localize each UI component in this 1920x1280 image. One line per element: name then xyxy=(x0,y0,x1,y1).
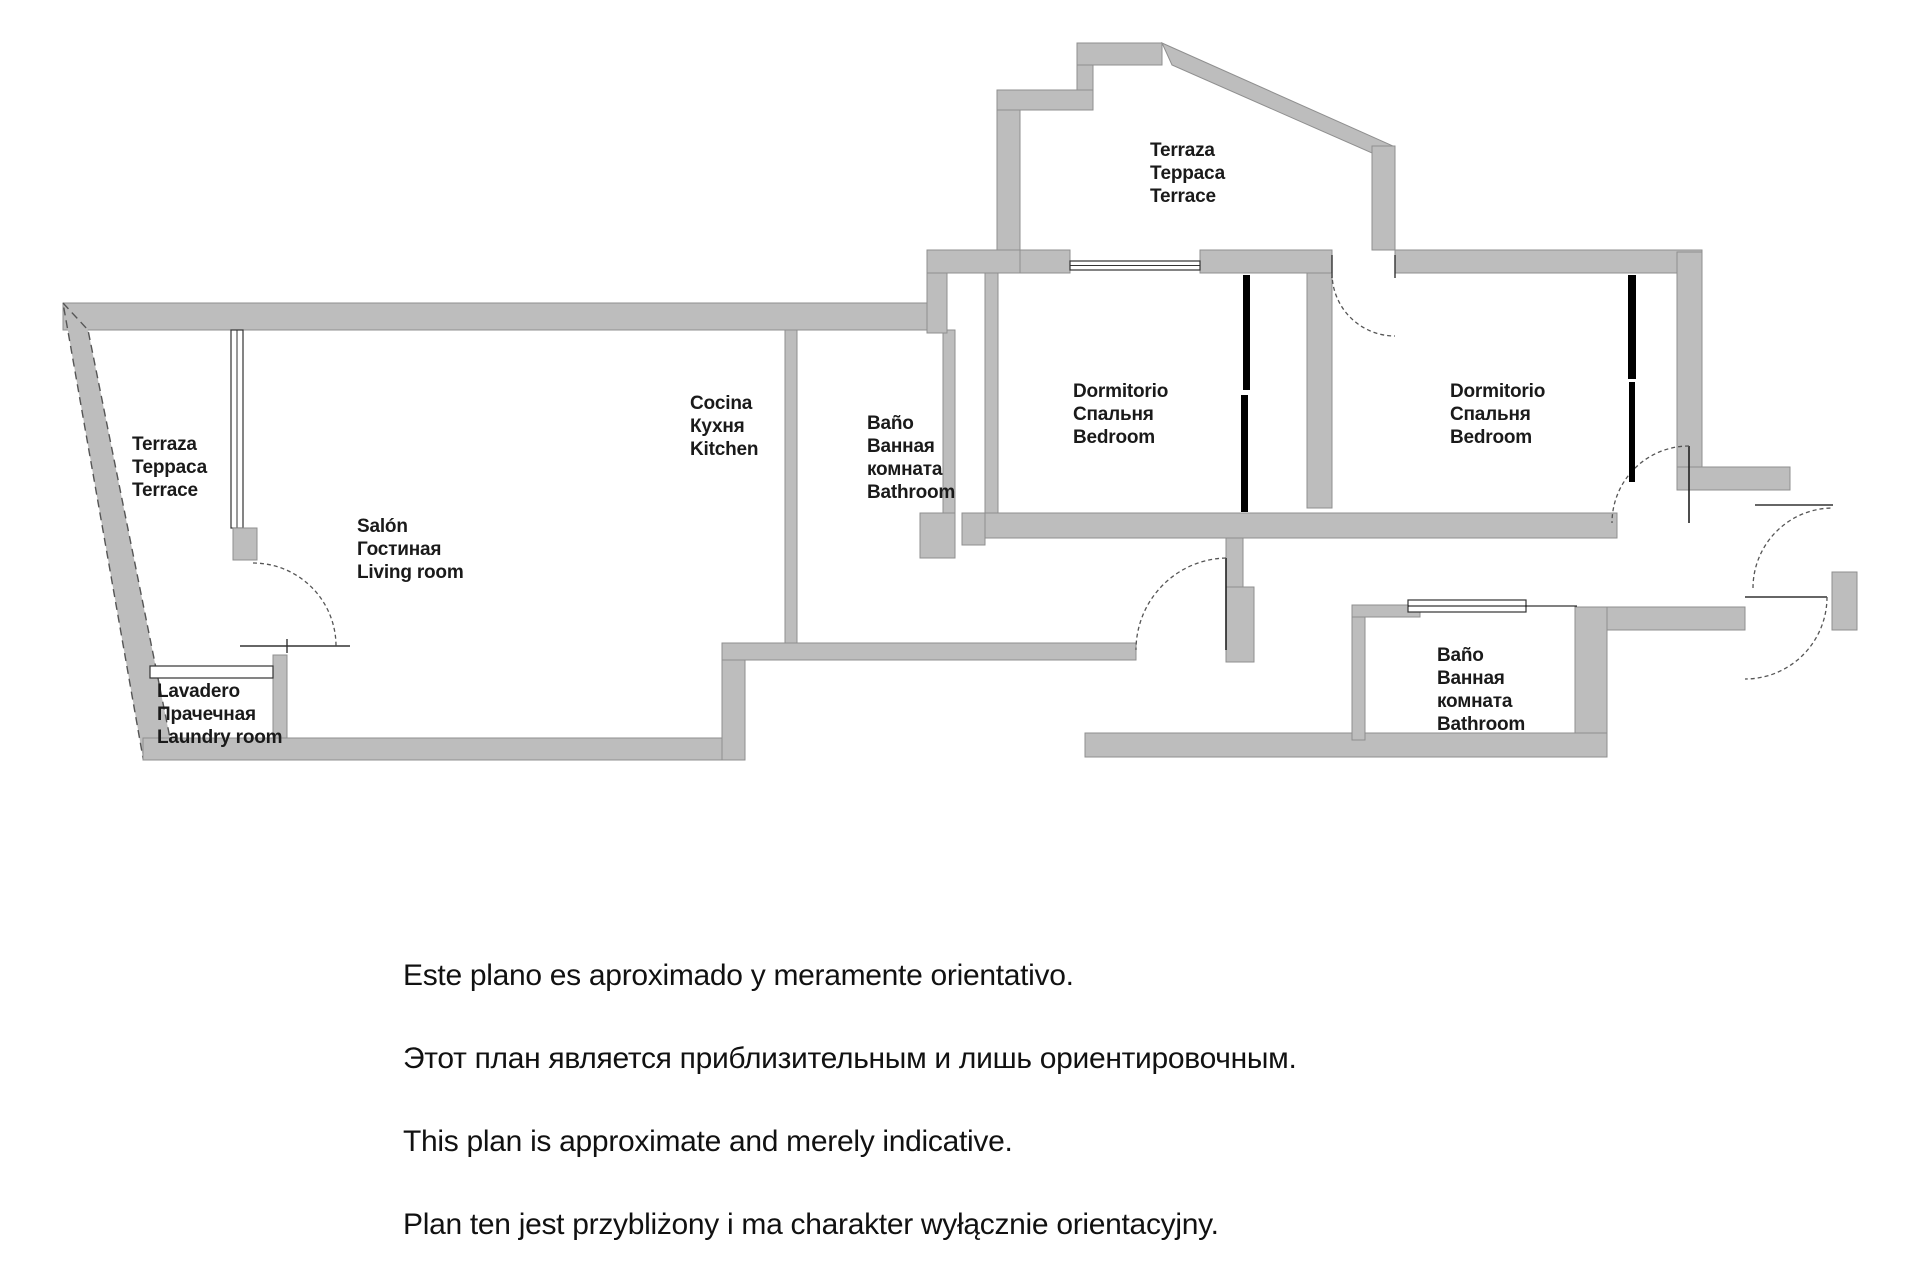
label-bedroom1: Bedroom xyxy=(1073,427,1155,448)
disclaimer-line-pl: Plan ten jest przybliżony i ma charakter… xyxy=(403,1208,1219,1241)
label-laundry: Laundry room xyxy=(157,727,282,748)
wall-bedroom2-top xyxy=(1394,249,1703,274)
wall-right-exterior xyxy=(1676,251,1703,468)
wall-hall-left-a xyxy=(1225,537,1244,588)
label-bathroom1: Baño xyxy=(867,413,914,434)
pillar-corridor-step xyxy=(961,512,986,546)
wall-top-left xyxy=(62,302,948,331)
wall-terrace-top-top xyxy=(1076,42,1163,66)
label-laundry: Прачечная xyxy=(157,704,256,725)
door-leaves xyxy=(1225,446,1690,650)
label-laundry: Lavadero xyxy=(157,681,240,702)
sliding-door-bedroom1-a xyxy=(1243,275,1250,390)
arc-bedroom2-door xyxy=(1611,445,1690,524)
door-arcs xyxy=(252,272,1834,680)
wall-bottom-band xyxy=(1084,732,1608,758)
window-laundry xyxy=(149,665,274,679)
label-bedroom2: Bedroom xyxy=(1450,427,1532,448)
wall-terrace-top-right xyxy=(1371,145,1396,251)
wardrobe-bedroom2-b xyxy=(1629,382,1635,482)
label-bathroom1: Bathroom xyxy=(867,482,955,503)
label-terrace-left: Terraza xyxy=(132,434,197,455)
label-bathroom1: Ванная xyxy=(867,436,935,457)
label-terrace-left: Terrace xyxy=(132,480,198,501)
wall-bedrooms-bottom xyxy=(984,512,1618,539)
label-bathroom2: Bathroom xyxy=(1437,714,1525,735)
label-bathroom1: комната xyxy=(867,459,943,480)
wall-laundry-right xyxy=(272,654,288,739)
wall-left-slanted xyxy=(61,300,171,760)
black-panels xyxy=(1241,275,1636,512)
label-living-room: Гостиная xyxy=(357,539,441,560)
walls xyxy=(61,42,1858,761)
disclaimer-line-ru: Этот план является приблизительным и лиш… xyxy=(403,1042,1297,1075)
arc-entrance-upper-door xyxy=(1752,507,1834,589)
label-bedroom2: Спальня xyxy=(1450,404,1531,425)
label-terrace-left: Терраса xyxy=(132,457,208,478)
arc-corridor-door xyxy=(1135,557,1227,651)
label-kitchen: Кухня xyxy=(690,416,745,437)
wall-bedroom2-left xyxy=(1306,272,1333,509)
label-bedroom2: Dormitorio xyxy=(1450,381,1545,402)
room-labels: Terraza Терраса Terrace Lavadero Прачечн… xyxy=(132,140,1545,748)
arc-entrance-lower-door xyxy=(1744,596,1828,680)
wall-terrace-top-step-h xyxy=(996,89,1094,111)
sliding-door-bedroom1-b xyxy=(1241,395,1248,512)
wall-terrace-top-left xyxy=(996,89,1021,251)
wall-bathroom2-left xyxy=(1351,604,1366,741)
label-terrace-top: Терраса xyxy=(1150,163,1226,184)
label-bathroom2: комната xyxy=(1437,691,1513,712)
label-bathroom2: Baño xyxy=(1437,645,1484,666)
thin-lines xyxy=(240,255,1833,653)
disclaimer-line-en: This plan is approximate and merely indi… xyxy=(403,1125,1013,1158)
wall-hall-left-b xyxy=(1225,586,1255,663)
wall-kitchen-bathroom-divider xyxy=(784,329,798,644)
wall-bedroom1-top-left xyxy=(1019,249,1071,274)
label-living-room: Salón xyxy=(357,516,408,537)
disclaimer-text: Este plano es aproximado y meramente ori… xyxy=(403,959,1297,1241)
wall-entrance-corner xyxy=(1831,571,1858,631)
wall-bedroom1-left xyxy=(984,272,999,514)
wall-bedroom1-top-right xyxy=(1199,249,1333,274)
windows xyxy=(149,260,1577,679)
label-kitchen: Kitchen xyxy=(690,439,758,460)
arc-terrace-living-door xyxy=(252,562,337,647)
arc-terrace-bedroom2-door xyxy=(1331,272,1396,337)
wardrobe-bedroom2-a xyxy=(1628,275,1636,379)
label-terrace-top: Terrace xyxy=(1150,186,1216,207)
pillar-bathroom1 xyxy=(919,512,956,559)
wall-right-step-out xyxy=(1676,466,1791,491)
pillar-terrace-door xyxy=(232,527,258,561)
label-bedroom1: Dormitorio xyxy=(1073,381,1168,402)
wall-step-bottom xyxy=(721,642,746,761)
label-bedroom1: Спальня xyxy=(1073,404,1154,425)
wall-right-lower xyxy=(1574,606,1608,758)
label-kitchen: Cocina xyxy=(690,393,753,414)
label-bathroom2: Ванная xyxy=(1437,668,1505,689)
label-terrace-top: Terraza xyxy=(1150,140,1215,161)
wall-top-upper-band xyxy=(926,249,1021,274)
disclaimer-line-es: Este plano es aproximado y meramente ori… xyxy=(403,959,1074,992)
label-living-room: Living room xyxy=(357,562,464,583)
wall-corridor-bottom xyxy=(721,642,1137,661)
wall-terrace-diagonal xyxy=(1160,42,1395,154)
